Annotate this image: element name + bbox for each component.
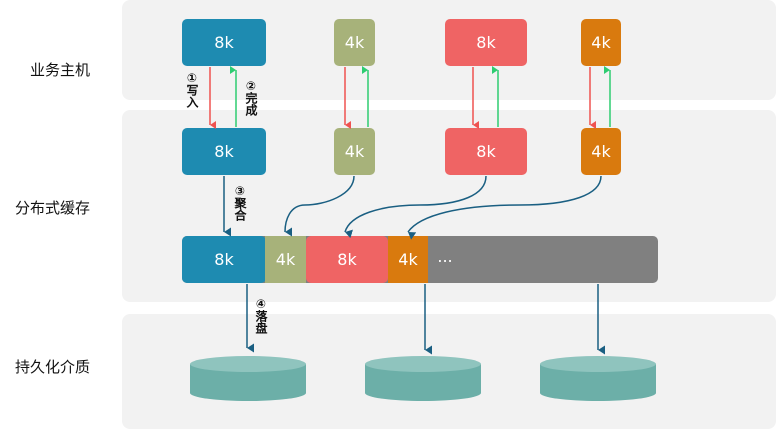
aggregate-segment-label: 4k — [276, 250, 296, 269]
host-block-label: 4k — [591, 33, 611, 52]
host-block-label: 8k — [214, 33, 234, 52]
host-block-label: 8k — [476, 33, 496, 52]
step-flush-label: ④ 落盘 — [254, 297, 268, 335]
step-complete-label: ② 完成 — [244, 79, 258, 117]
aggregate-arrow — [407, 175, 602, 240]
step-aggregate-label: ③ 聚合 — [233, 184, 247, 222]
aggregate-segment: 8k — [306, 236, 388, 283]
svg-text:④: ④ — [256, 297, 266, 311]
disk-icon — [540, 356, 656, 401]
host-block: 8k — [182, 19, 266, 66]
aggregate-more-indicator: ... — [437, 247, 452, 266]
cache-block: 8k — [445, 128, 527, 175]
aggregate-segment: 4k — [388, 236, 428, 283]
host-layer-label: 业务主机 — [30, 61, 90, 79]
cache-block-label: 4k — [591, 142, 611, 161]
svg-text:写入: 写入 — [185, 84, 199, 109]
cache-block-label: 8k — [214, 142, 234, 161]
disk-icon — [190, 356, 306, 401]
svg-text:聚合: 聚合 — [233, 197, 247, 222]
aggregate-segment-label: 8k — [214, 250, 234, 269]
cache-block: 8k — [182, 128, 266, 175]
step-write-label: ① 写入 — [185, 71, 199, 109]
aggregate-segment: 4k — [265, 236, 306, 283]
svg-text:完成: 完成 — [244, 91, 258, 117]
host-block-label: 4k — [345, 33, 365, 52]
svg-text:③: ③ — [235, 184, 245, 198]
cache-block: 4k — [334, 128, 375, 175]
cache-block-label: 8k — [476, 142, 496, 161]
svg-text:①: ① — [187, 71, 197, 85]
host-block: 8k — [445, 19, 527, 66]
cache-layer-label: 分布式缓存 — [15, 199, 90, 217]
aggregate-segment: 8k — [182, 236, 266, 283]
svg-text:②: ② — [246, 79, 256, 93]
aggregate-arrow — [344, 175, 487, 239]
cache-block-label: 4k — [345, 142, 365, 161]
media-layer-label: 持久化介质 — [15, 358, 90, 376]
disk-icon — [365, 356, 481, 401]
cache-block: 4k — [581, 128, 621, 175]
aggregate-segment-label: 4k — [398, 250, 418, 269]
svg-text:落盘: 落盘 — [254, 309, 268, 335]
host-block: 4k — [334, 19, 375, 66]
host-block: 4k — [581, 19, 621, 66]
aggregate-segment-label: 8k — [337, 250, 357, 269]
aggregate-arrow — [284, 175, 355, 237]
